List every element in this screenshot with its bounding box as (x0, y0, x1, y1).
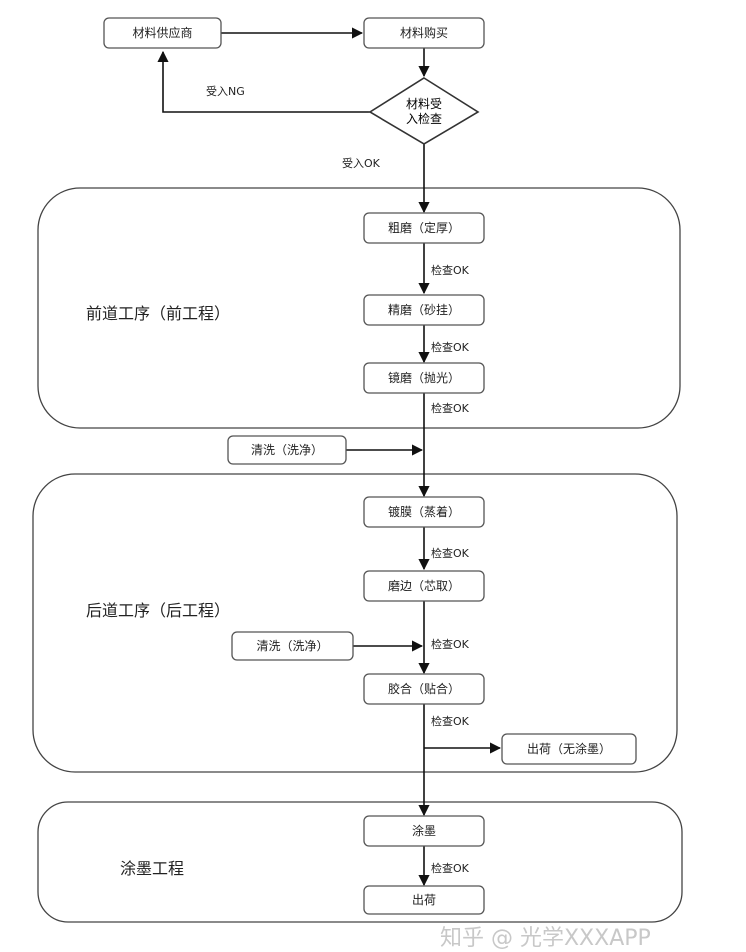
label-check-ok-1: 检查OK (431, 263, 470, 277)
node-coat-label: 镀膜（蒸着） (388, 504, 460, 519)
node-coating: 镀膜（蒸着） (363, 496, 485, 528)
node-wash1-label: 清洗（洗净） (251, 443, 323, 457)
node-ship2-label: 出荷 (412, 893, 436, 907)
node-purchase-label: 材料购买 (400, 25, 448, 40)
node-inspection-label-1: 材料受 (406, 97, 442, 111)
label-check-ok-7: 检查OK (431, 861, 470, 875)
node-edge-label: 磨边（芯取） (388, 579, 460, 593)
group-ink-title: 涂墨工程 (120, 859, 184, 878)
node-polishing: 镜磨（抛光） (363, 362, 485, 394)
node-rough-grinding: 粗磨（定厚） (363, 212, 485, 244)
label-check-ok-6: 检查OK (431, 714, 470, 728)
edge-inspection-ng (157, 50, 370, 113)
node-purchase: 材料购买 (363, 17, 485, 49)
node-polish-label: 镜磨（抛光） (388, 370, 460, 385)
node-supplier-label: 材料供应商 (132, 25, 192, 40)
node-washing-1: 清洗（洗净） (227, 435, 347, 465)
label-check-ok-5: 检查OK (431, 637, 470, 651)
label-check-ok-3: 检查OK (431, 401, 470, 415)
node-supplier: 材料供应商 (103, 17, 222, 49)
node-washing-2: 清洗（洗净） (231, 631, 354, 661)
node-ink-blackening: 涂墨 (363, 815, 485, 847)
node-ship1-label: 出荷（无涂墨） (527, 741, 611, 756)
node-fine-label: 精磨（砂挂） (388, 303, 460, 317)
node-bond-label: 胶合（贴合） (388, 681, 460, 696)
node-fine-grinding: 精磨（砂挂） (363, 294, 485, 326)
node-bonding: 胶合（贴合） (363, 673, 485, 705)
node-ship-no-ink: 出荷（无涂墨） (501, 733, 637, 765)
label-check-ok-2: 检查OK (431, 340, 470, 354)
group-back-process: 后道工序（后工程） (32, 473, 678, 773)
label-receive-ok: 受入OK (342, 157, 381, 170)
node-ink-label: 涂墨 (412, 823, 436, 838)
node-inspection-decision: 材料受 入检查 (368, 77, 480, 145)
group-front-title: 前道工序（前工程） (86, 304, 230, 323)
watermark-text: 知乎 @ 光学XXXAPP (440, 926, 651, 951)
group-front-process: 前道工序（前工程） (37, 187, 681, 429)
group-ink-process: 涂墨工程 (37, 801, 683, 923)
node-edging: 磨边（芯取） (363, 570, 485, 602)
node-wash2-label: 清洗（洗净） (256, 639, 328, 653)
node-inspection-label-2: 入检查 (406, 111, 442, 126)
group-back-title: 后道工序（后工程） (86, 601, 230, 620)
node-ship-final: 出荷 (363, 885, 485, 915)
label-receive-ng: 受入NG (206, 85, 245, 98)
label-check-ok-4: 检查OK (431, 546, 470, 560)
node-rough-label: 粗磨（定厚） (388, 220, 460, 235)
